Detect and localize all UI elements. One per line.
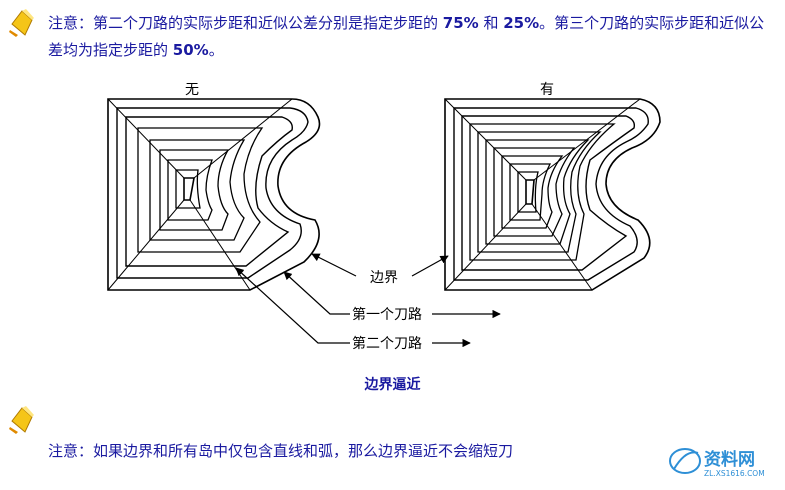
first-path-label: 第一个刀路 bbox=[352, 306, 422, 323]
right-path-4 bbox=[477, 131, 602, 253]
pct-75: 75% bbox=[442, 14, 479, 32]
left-boundary bbox=[107, 98, 321, 291]
pct-50: 50% bbox=[172, 41, 209, 59]
leader-arrows bbox=[235, 253, 501, 348]
second-path-label: 第二个刀路 bbox=[352, 335, 422, 352]
left-path-3 bbox=[137, 127, 264, 253]
right-boundary bbox=[444, 98, 661, 291]
right-label: 有 bbox=[540, 82, 554, 98]
left-second-path bbox=[125, 116, 293, 267]
right-path-9 bbox=[517, 171, 539, 213]
note-top-end: 。 bbox=[208, 41, 224, 59]
left-toolpath-figure bbox=[107, 98, 321, 291]
watermark-url: ZL.XS1616.COM bbox=[704, 469, 765, 478]
left-first-path bbox=[116, 107, 309, 279]
right-path-6 bbox=[493, 147, 576, 237]
second-path-arrow-left bbox=[235, 267, 350, 344]
note-icon bbox=[9, 406, 34, 434]
note-top: 注意：第二个刀路的实际步距和近似公差分别是指定步距的 75% 和 25%。第三个… bbox=[48, 10, 776, 64]
boundary-approximation-diagram: 无 有 边界 第一个刀路 第二个刀路 bbox=[107, 82, 661, 352]
watermark-site: 资料网 bbox=[704, 449, 755, 470]
pct-25: 25% bbox=[503, 14, 540, 32]
watermark: 资料网 ZL.XS1616.COM bbox=[669, 448, 765, 478]
left-corner-lines bbox=[107, 98, 293, 291]
left-core bbox=[183, 177, 195, 201]
note-top-text-2: 。第三个刀路的实际步距和近似公差均为指定步距的 bbox=[48, 14, 765, 59]
right-second-path bbox=[461, 115, 636, 271]
left-path-6 bbox=[167, 159, 213, 221]
right-path-8 bbox=[509, 163, 552, 221]
right-corner-lines bbox=[444, 98, 641, 291]
right-toolpath-figure bbox=[444, 98, 661, 291]
diagram-caption: 边界逼近 bbox=[364, 377, 421, 393]
right-path-3 bbox=[469, 123, 616, 261]
left-path-4 bbox=[149, 139, 246, 241]
left-label: 无 bbox=[185, 82, 199, 98]
boundary-arrow-left bbox=[311, 253, 357, 277]
right-core bbox=[525, 179, 535, 205]
note-top-and: 和 bbox=[478, 14, 504, 32]
first-path-arrow-left bbox=[283, 271, 350, 315]
right-first-path bbox=[453, 107, 649, 281]
left-path-7 bbox=[175, 169, 201, 209]
boundary-arrow-right bbox=[411, 255, 449, 277]
right-path-5 bbox=[485, 139, 590, 245]
note-bottom: 注意：如果边界和所有岛中仅包含直线和弧，那么边界逼近不会缩短刀 bbox=[48, 442, 514, 460]
watermark-logo-icon bbox=[669, 448, 701, 474]
boundary-label: 边界 bbox=[370, 270, 398, 286]
note-top-text-1: 注意：第二个刀路的实际步距和近似公差分别是指定步距的 bbox=[48, 14, 443, 32]
right-path-7 bbox=[501, 155, 564, 229]
left-path-5 bbox=[159, 149, 230, 231]
note-icon bbox=[9, 9, 34, 37]
